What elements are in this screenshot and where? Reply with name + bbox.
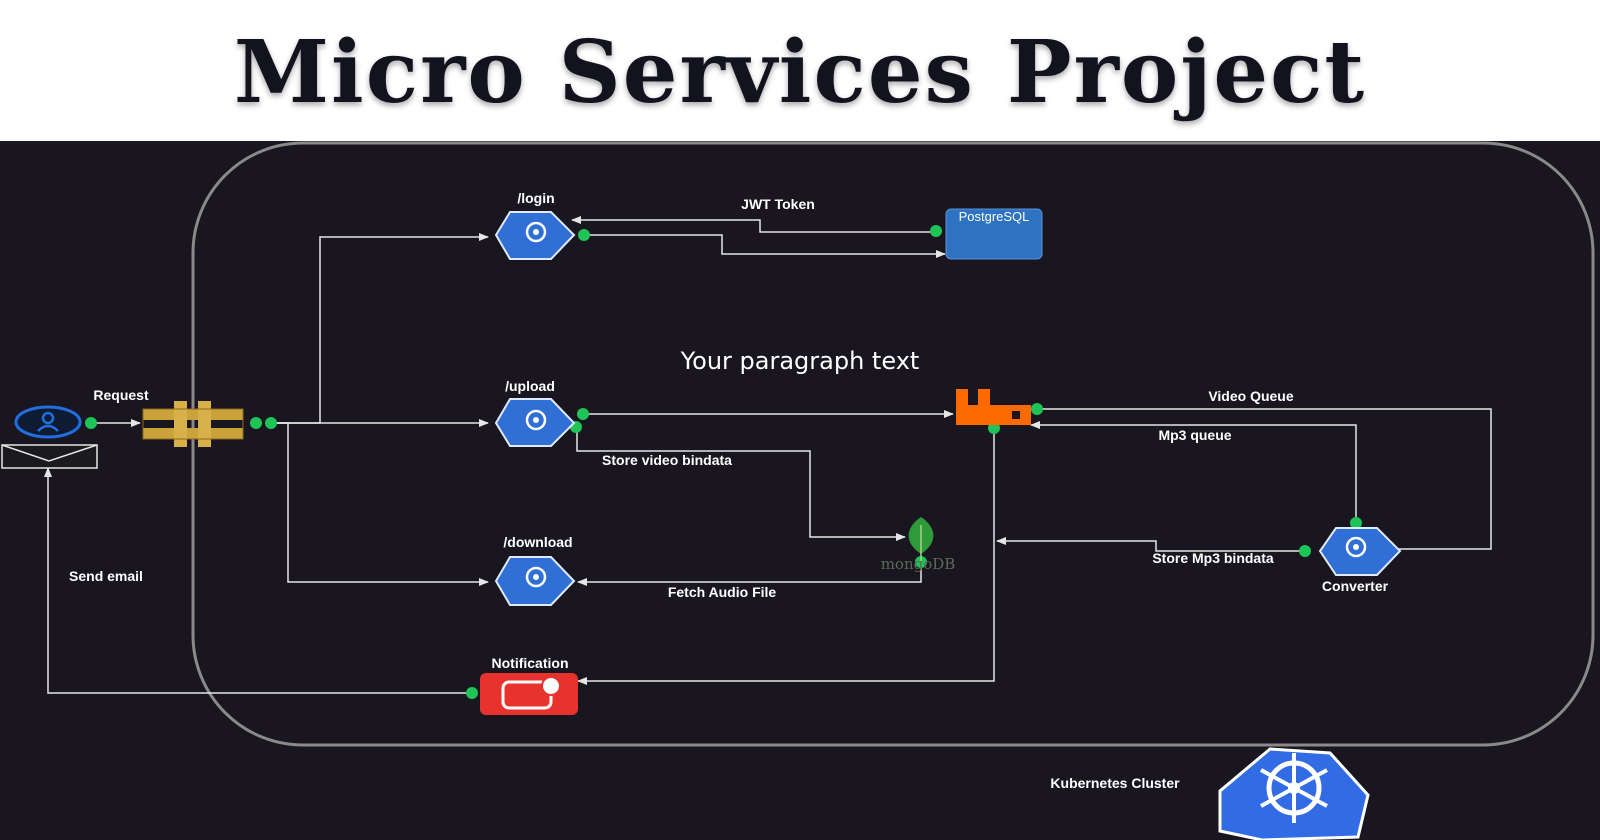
gateway-icon	[142, 401, 244, 447]
login-service-icon	[494, 211, 576, 260]
mongo-to-download	[577, 561, 922, 586]
page-title: Micro Services Project	[233, 22, 1367, 123]
notification-icon	[480, 673, 578, 715]
converter-service-icon	[1318, 527, 1402, 576]
rabbitmq-to-notification	[577, 430, 995, 685]
edge-label-send-email: Send email	[69, 568, 143, 584]
edge-label-store-mp3: Store Mp3 bindata	[1152, 550, 1274, 566]
mongodb-leaf-icon	[908, 517, 934, 561]
user-icon	[14, 405, 82, 439]
postgresql-icon	[945, 208, 1043, 260]
converter-mp3-queue	[1030, 421, 1357, 523]
rabbitmq-icon	[956, 389, 1031, 425]
email-icon	[1, 444, 98, 469]
title-banner: Micro Services Project	[0, 0, 1600, 141]
connector-dot	[578, 229, 590, 241]
edge-label-fetch-audio: Fetch Audio File	[668, 584, 777, 600]
connector-dot	[466, 687, 478, 699]
upload-to-mongo	[576, 426, 906, 541]
connector-dot	[1350, 517, 1362, 529]
edge-label-video-queue: Video Queue	[1208, 388, 1294, 404]
notification-send-email	[44, 467, 472, 694]
edge-label-jwt-token: JWT Token	[741, 196, 815, 212]
converter-store-mp3	[996, 537, 1305, 552]
node-label-converter: Converter	[1322, 578, 1389, 594]
cluster-boundary	[191, 141, 1595, 747]
node-label-login: /login	[517, 190, 554, 206]
node-label-mongo: mongoDB	[881, 555, 956, 573]
connector-dot	[930, 225, 942, 237]
connector-dot	[915, 556, 927, 568]
postgres-to-login	[571, 216, 935, 233]
upload-service-icon	[494, 398, 576, 447]
connector-dot	[250, 417, 262, 429]
paragraph-text: Your paragraph text	[680, 347, 920, 375]
node-label-cluster: Kubernetes Cluster	[1050, 775, 1180, 791]
gateway-to-login	[275, 233, 489, 424]
connector-dot	[577, 408, 589, 420]
edge-label-mp3-queue: Mp3 queue	[1158, 427, 1231, 443]
node-label-notification: Notification	[492, 655, 569, 671]
architecture-diagram: /login /upload /download Notification Co…	[1, 141, 1595, 840]
connector-dot	[1299, 545, 1311, 557]
download-service-icon	[494, 556, 576, 606]
connector-dot	[1031, 403, 1043, 415]
connector-dot	[265, 417, 277, 429]
rabbitmq-video-queue	[1037, 408, 1492, 550]
node-label-upload: /upload	[505, 378, 555, 394]
connectors	[44, 216, 1492, 694]
node-label-download: /download	[503, 534, 572, 550]
diagram-canvas: /login /upload /download Notification Co…	[0, 141, 1600, 840]
node-label-request: Request	[93, 387, 149, 403]
connector-dot	[85, 417, 97, 429]
edge-label-store-video: Store video bindata	[602, 452, 732, 468]
node-label-postgres: PostgreSQL	[959, 209, 1030, 224]
kubernetes-icon	[1218, 747, 1370, 840]
login-to-postgres	[583, 234, 946, 258]
gateway-to-download	[275, 422, 489, 586]
